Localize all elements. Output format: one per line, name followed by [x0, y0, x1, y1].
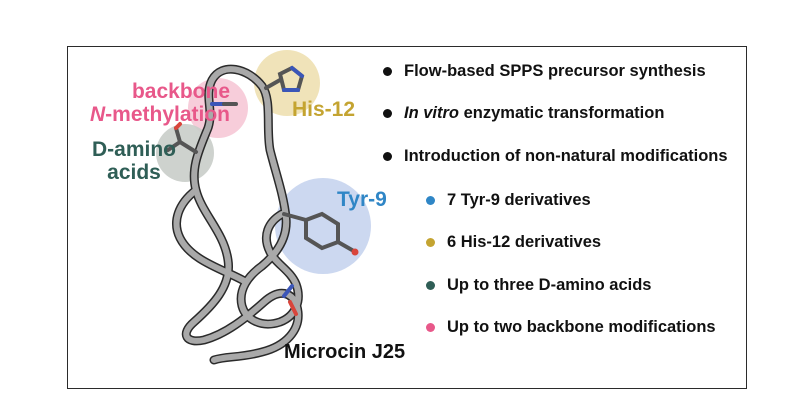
amino-word: -amino [107, 138, 177, 161]
bullet-text: Up to two backbone modifications [447, 318, 716, 336]
bullet-dot-icon [426, 323, 435, 332]
bullet-text: Flow-based SPPS precursor synthesis [404, 62, 706, 80]
backbone-word: backbone [131, 80, 231, 103]
n-methylation-label: backbone N-methylation [90, 80, 230, 126]
bullet-dot-icon [426, 238, 435, 247]
side-chains [166, 65, 359, 316]
bullet-text: Introduction of non-natural modification… [404, 147, 728, 165]
bullet-dot-icon [426, 196, 435, 205]
n-methyl-highlight [188, 78, 248, 138]
acids-word: acids [107, 161, 161, 184]
bullet-item: Flow-based SPPS precursor synthesis [383, 62, 706, 81]
peptide-name: Microcin J25 [284, 341, 406, 363]
d-letter: D [92, 138, 108, 161]
bullet-dot-icon [426, 281, 435, 290]
bullet-item: Up to two backbone modifications [426, 318, 716, 337]
bullet-item: Up to three D-amino acids [426, 276, 651, 295]
bullet-item: Introduction of non-natural modification… [383, 147, 728, 166]
bullet-item: 7 Tyr-9 derivatives [426, 191, 591, 210]
bullet-text: Up to three D-amino acids [447, 276, 652, 294]
backbone-ribbon [172, 64, 303, 365]
bullet-text: 7 Tyr-9 derivatives [447, 191, 591, 209]
bullet-item: 6 His-12 derivatives [426, 233, 601, 252]
his-12-label: His-12 [292, 98, 356, 121]
bullet-text: 6 His-12 derivatives [447, 233, 602, 251]
tyr-9-label: Tyr-9 [337, 188, 387, 211]
tyr-highlight [275, 178, 371, 274]
bullet-item: In vitro enzymatic transformation [383, 104, 664, 123]
bullet-dot-icon [383, 152, 392, 161]
methylation-word: -methylation [105, 103, 231, 126]
d-amino-acids-label: D-amino acids [92, 138, 176, 184]
bullet-dot-icon [383, 109, 392, 118]
bullet-dot-icon [383, 67, 392, 76]
bullet-text: In vitro enzymatic transformation [404, 104, 665, 122]
n-italic: N [90, 103, 106, 126]
